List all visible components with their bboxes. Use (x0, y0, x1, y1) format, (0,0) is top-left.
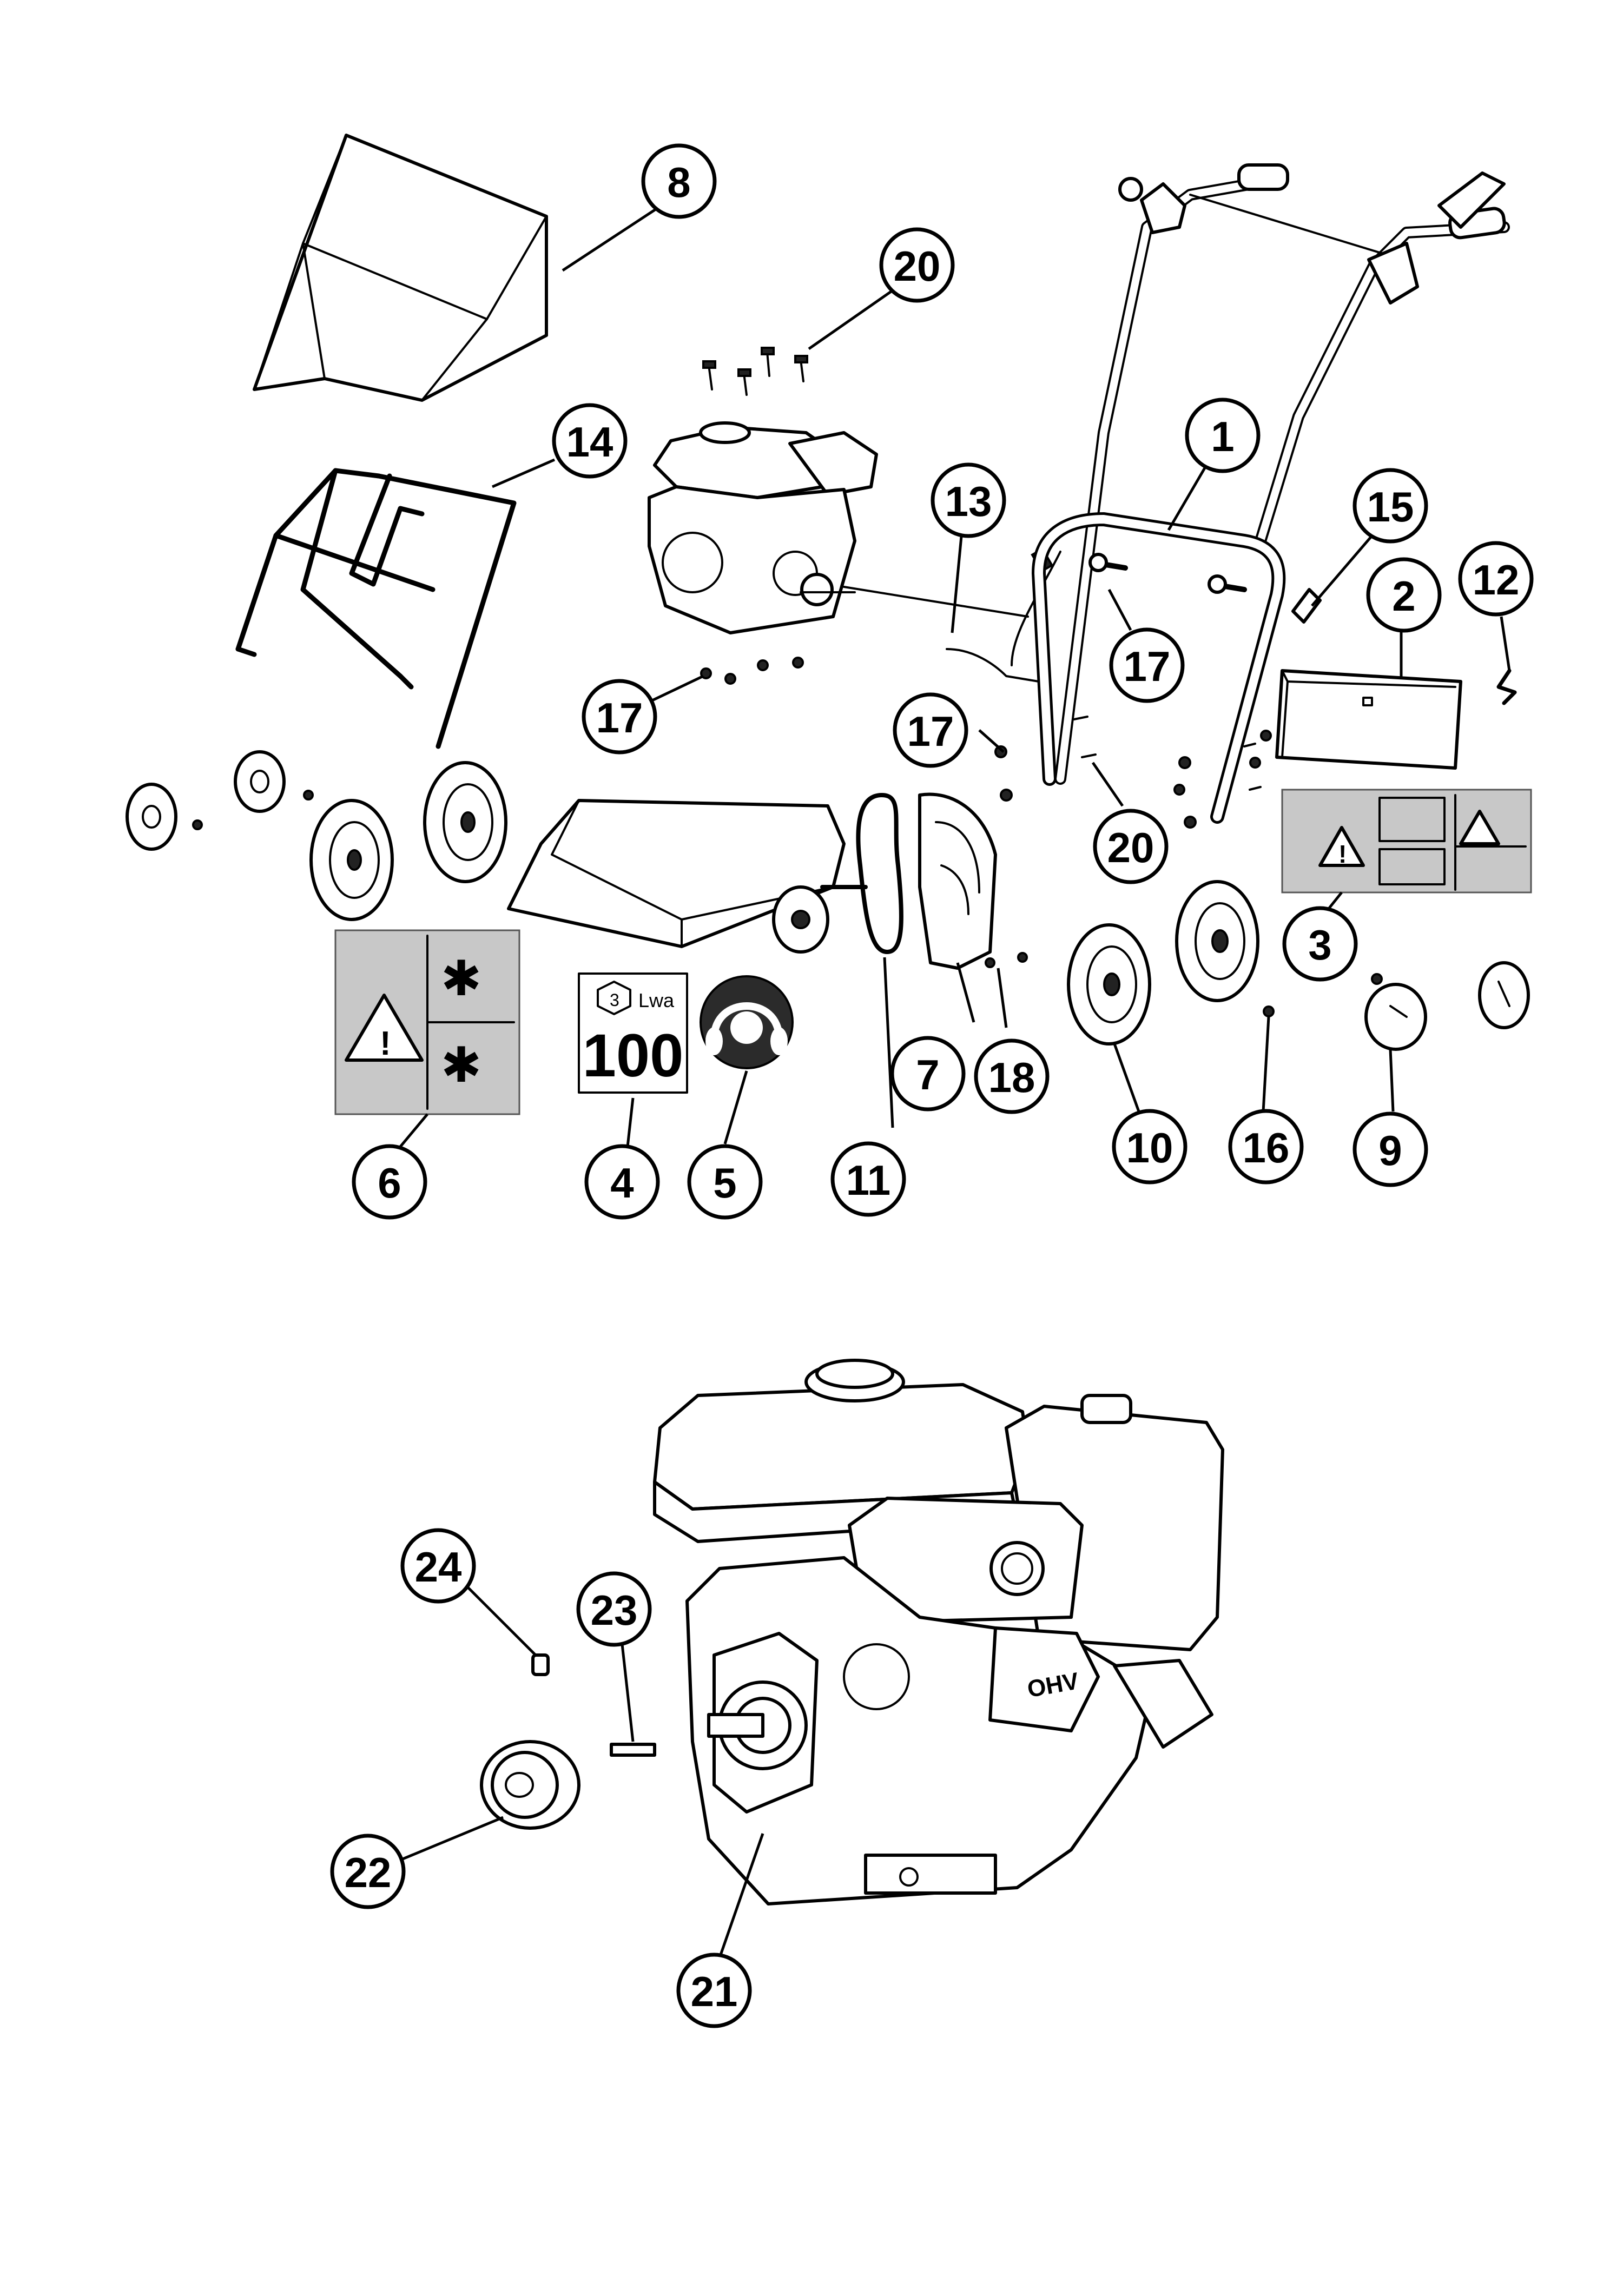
svg-text:6: 6 (378, 1159, 401, 1207)
svg-text:12: 12 (1473, 556, 1520, 604)
engine-small (648, 421, 878, 634)
svg-text:11: 11 (846, 1156, 890, 1204)
engine-assembly: OHV (653, 1359, 1224, 1905)
callout-3: 3 (1282, 906, 1358, 982)
wheel-caps-right (1263, 961, 1530, 1051)
svg-text:5: 5 (713, 1159, 736, 1207)
svg-text:20: 20 (1107, 824, 1154, 871)
callout-15: 15 (1352, 468, 1428, 544)
scarifier-housing (507, 799, 868, 954)
svg-text:22: 22 (345, 1849, 392, 1896)
callout-13: 13 (931, 462, 1006, 538)
callout-14: 14 (552, 403, 628, 479)
callout-8: 8 (641, 143, 717, 219)
grass-catcher-bag (253, 134, 548, 402)
clip-15 (1291, 588, 1322, 624)
fastener-set-right (994, 716, 1272, 829)
callout-21: 21 (676, 1953, 752, 2028)
svg-text:8: 8 (667, 158, 690, 206)
callout-23: 23 (576, 1571, 652, 1647)
drive-belt (856, 793, 903, 954)
belt-guard (918, 792, 997, 970)
bolt-set-18 (1088, 553, 1247, 594)
small-key (531, 1653, 550, 1676)
noise-level-label: 3 Lwa 100 (578, 972, 688, 1094)
svg-text:✱: ✱ (441, 952, 481, 1006)
svg-text:4: 4 (610, 1159, 634, 1207)
svg-text:17: 17 (907, 707, 954, 755)
screw-set-19 (985, 952, 1028, 968)
svg-text:17: 17 (1124, 643, 1171, 690)
callout-6: 6 (352, 1144, 427, 1220)
lower-handle (1032, 512, 1286, 824)
callout-17-left: 17 (582, 679, 657, 755)
svg-text:24: 24 (415, 1543, 462, 1591)
callout-9: 9 (1352, 1111, 1428, 1187)
callout-20-top: 20 (879, 227, 955, 303)
svg-text:✱: ✱ (441, 1038, 481, 1093)
svg-text:!: ! (380, 1025, 391, 1062)
shaft-key (610, 1743, 656, 1757)
svg-text:17: 17 (596, 694, 643, 742)
callout-11: 11 (830, 1141, 906, 1217)
svg-text:3: 3 (610, 990, 619, 1010)
callout-18: 17 (1109, 627, 1185, 703)
callout-5: 5 (687, 1144, 763, 1220)
svg-text:7: 7 (916, 1051, 939, 1099)
throttle-cable (843, 547, 1061, 683)
catcher-frame (235, 468, 517, 749)
warning-label-3: ! (1281, 789, 1532, 894)
front-wheel-set (126, 750, 507, 921)
callout-19: 18 (974, 1038, 1050, 1114)
nut-set-left (700, 657, 804, 685)
warning-label-6: ! ✱ ✱ (334, 929, 520, 1115)
screw-set-top (702, 347, 808, 396)
rear-flap (1275, 669, 1462, 770)
svg-text:14: 14 (566, 418, 613, 466)
handle-bar (1054, 163, 1510, 785)
pulley (480, 1740, 580, 1830)
svg-text:15: 15 (1367, 483, 1414, 531)
noise-lwa-text: Lwa (638, 989, 675, 1011)
ear-protection-symbol (700, 975, 794, 1069)
callout-4: 4 (584, 1144, 660, 1220)
callout-12: 12 (1458, 541, 1534, 617)
callout-2: 2 (1366, 557, 1442, 633)
svg-text:9: 9 (1378, 1127, 1402, 1174)
svg-text:20: 20 (894, 242, 941, 290)
svg-text:16: 16 (1243, 1124, 1290, 1172)
svg-text:1: 1 (1211, 413, 1234, 460)
leader-lines (392, 207, 1511, 1958)
callout-16: 16 (1228, 1109, 1304, 1185)
callout-20-mid: 20 (1093, 809, 1169, 884)
svg-text:2: 2 (1392, 572, 1415, 620)
svg-text:21: 21 (691, 1968, 738, 2015)
rear-wheel-set (1067, 880, 1259, 1046)
callout-10: 10 (1112, 1109, 1187, 1185)
svg-text:18: 18 (988, 1054, 1035, 1101)
svg-text:3: 3 (1308, 921, 1331, 969)
svg-text:!: ! (1338, 840, 1347, 868)
callout-24: 24 (400, 1528, 476, 1604)
svg-text:13: 13 (945, 478, 992, 525)
callout-17-right: 17 17 (893, 692, 968, 768)
callout-22: 22 (330, 1834, 406, 1909)
spring-pin (1496, 669, 1517, 705)
callout-1: 1 (1185, 398, 1261, 473)
callout-7: 7 (890, 1036, 966, 1111)
svg-text:23: 23 (591, 1586, 638, 1634)
noise-value-text: 100 (583, 1022, 684, 1089)
svg-text:10: 10 (1126, 1124, 1173, 1172)
